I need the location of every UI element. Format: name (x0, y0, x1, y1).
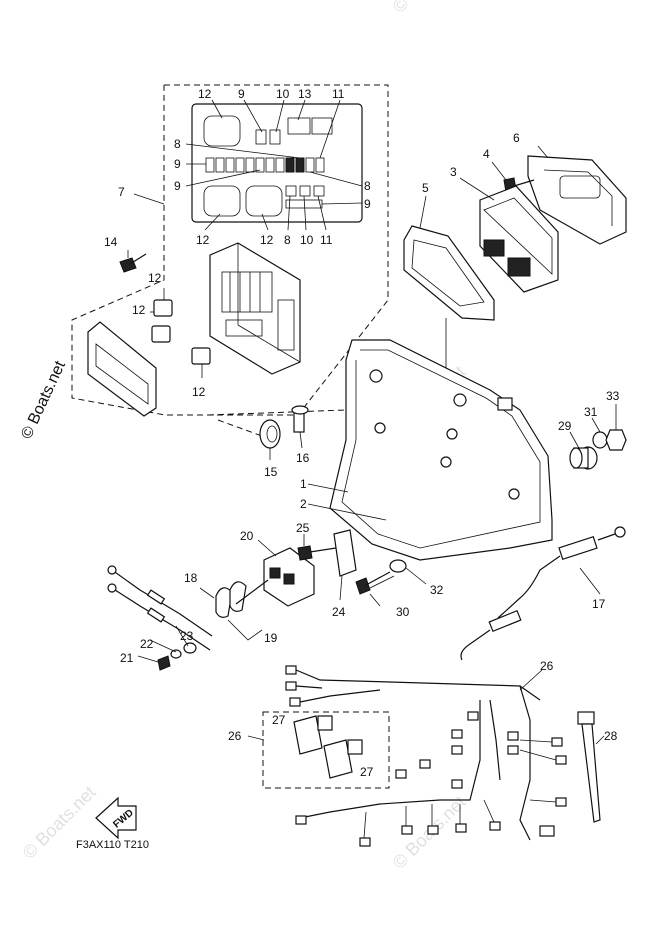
wire-lead-17 (460, 526, 626, 661)
callout-9: 9 (364, 197, 371, 211)
battery-cables (107, 565, 269, 671)
callout-15: 15 (264, 465, 278, 479)
callout-9: 9 (174, 179, 181, 193)
callout-5: 5 (422, 181, 429, 195)
wire-harness (247, 665, 567, 847)
callout-29: 29 (558, 419, 572, 433)
grommets (259, 405, 309, 460)
fuse-box-detail (71, 84, 389, 416)
callout-10: 10 (276, 87, 290, 101)
callout-27: 27 (272, 713, 286, 727)
callout-1: 1 (300, 477, 307, 491)
relay-2 (151, 325, 171, 343)
callout-6: 6 (513, 131, 520, 145)
callout-13: 13 (298, 87, 312, 101)
callout-23: 23 (180, 629, 194, 643)
callout-12: 12 (198, 87, 212, 101)
diagram-code: F3AX110 T210 (76, 839, 149, 851)
callout-20: 20 (240, 529, 254, 543)
callout-25: 25 (296, 521, 310, 535)
callout-8: 8 (284, 233, 291, 247)
callout-19: 19 (264, 631, 278, 645)
callout-14: 14 (104, 235, 118, 249)
starter-relay (257, 529, 357, 607)
callout-8: 8 (364, 179, 371, 193)
callout-8: 8 (174, 137, 181, 151)
callout-16: 16 (296, 451, 310, 465)
callout-27: 27 (360, 765, 374, 779)
spacers (569, 404, 627, 470)
svg-text:© Bo: © Bo (389, 0, 432, 17)
relay-1 (153, 299, 173, 317)
callout-4: 4 (483, 147, 490, 161)
callout-32: 32 (430, 583, 444, 597)
callout-18: 18 (184, 571, 198, 585)
callouts: 12 9 10 13 11 8 9 9 8 9 7 12 12 8 10 11 … (104, 87, 620, 779)
callout-28: 28 (604, 729, 618, 743)
callout-26: 26 (540, 659, 554, 673)
callout-24: 24 (332, 605, 346, 619)
callout-21: 21 (120, 651, 134, 665)
bolt-30 (355, 559, 427, 607)
fuse-box-body (87, 242, 301, 417)
callout-11: 11 (320, 233, 333, 247)
cable-tie-28 (577, 711, 605, 823)
relay-3 (191, 347, 211, 365)
base-plate (207, 339, 553, 561)
callout-26: 26 (228, 729, 242, 743)
bolt-14 (119, 250, 147, 273)
callout-30: 30 (396, 605, 410, 619)
callout-12: 12 (148, 271, 162, 285)
callout-22: 22 (140, 637, 154, 651)
callout-17: 17 (592, 597, 606, 611)
callout-3: 3 (450, 165, 457, 179)
callout-11: 11 (332, 87, 345, 101)
callout-9: 9 (174, 157, 181, 171)
callout-12: 12 (260, 233, 274, 247)
callout-12: 12 (192, 385, 206, 399)
callout-12: 12 (132, 303, 146, 317)
callout-12: 12 (196, 233, 210, 247)
callout-10: 10 (300, 233, 314, 247)
callout-33: 33 (606, 389, 620, 403)
fwd-arrow: FWD (95, 796, 137, 840)
callout-31: 31 (584, 405, 598, 419)
callout-7: 7 (118, 185, 125, 199)
watermark-label: © Boats.net (18, 358, 69, 442)
callout-2: 2 (300, 497, 307, 511)
callout-9: 9 (238, 87, 245, 101)
